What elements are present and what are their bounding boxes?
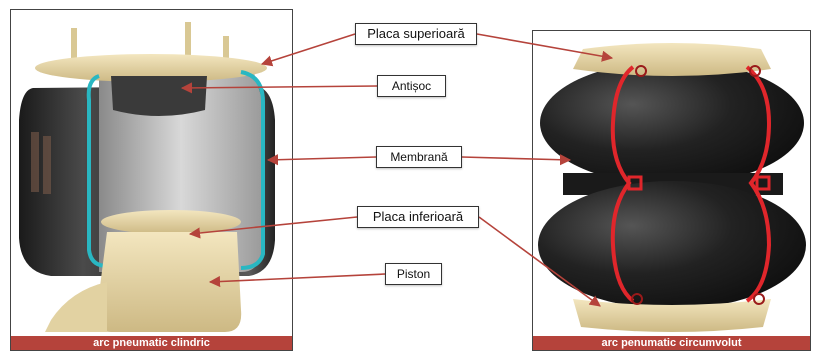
bump-stop — [111, 76, 207, 116]
lower-convolution — [538, 181, 806, 309]
label-bump-stop: Antișoc — [377, 75, 446, 97]
convoluted-spring-panel: arc penumatic circumvolut — [532, 30, 811, 351]
label-bottom-plate: Placa inferioară — [357, 206, 479, 228]
label-membrane: Membrană — [376, 146, 462, 168]
cylindrical-spring-illustration — [11, 10, 292, 350]
right-caption: arc penumatic circumvolut — [533, 336, 810, 350]
top-plate — [573, 43, 771, 76]
upper-convolution — [540, 61, 804, 185]
side-mark — [43, 136, 51, 194]
left-caption: arc pneumatic clindric — [11, 336, 292, 350]
piston — [97, 232, 241, 332]
convoluted-spring-illustration — [533, 31, 810, 350]
cylindrical-spring-panel: arc pneumatic clindric — [10, 9, 293, 351]
bottom-plate — [101, 210, 241, 234]
label-piston: Piston — [385, 263, 442, 285]
label-top-plate: Placa superioară — [355, 23, 477, 45]
piston-skirt — [45, 282, 107, 332]
side-mark — [31, 132, 39, 192]
